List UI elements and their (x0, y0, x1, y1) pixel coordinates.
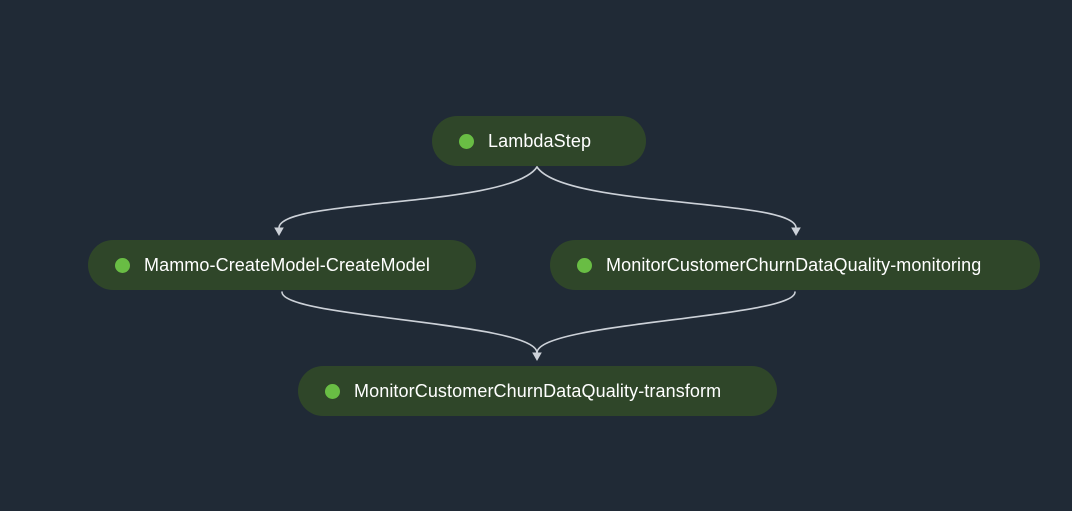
node-monitorcustomerchurndataquality-transform[interactable]: MonitorCustomerChurnDataQuality-transfor… (298, 366, 777, 416)
node-monitorcustomerchurndataquality-monitoring[interactable]: MonitorCustomerChurnDataQuality-monitori… (550, 240, 1040, 290)
status-dot-icon (115, 257, 130, 273)
edge-arrowhead-icon (791, 227, 801, 236)
edge-lambdastep-to-monitoring (536, 166, 797, 229)
edge-arrowhead-icon (274, 227, 284, 236)
bottom-bar (0, 511, 1072, 515)
status-dot-icon (325, 383, 340, 399)
node-lambdastep[interactable]: LambdaStep (432, 116, 646, 166)
edge-mammo-to-transform (281, 291, 538, 354)
status-dot-icon (577, 257, 592, 273)
node-mammo-createmodel-createmodel[interactable]: Mammo-CreateModel-CreateModel (88, 240, 476, 290)
edge-arrowhead-icon (532, 352, 542, 361)
node-label: LambdaStep (488, 130, 592, 151)
node-label: MonitorCustomerChurnDataQuality-transfor… (354, 380, 722, 401)
status-dot-icon (459, 133, 474, 149)
node-label: Mammo-CreateModel-CreateModel (144, 254, 430, 275)
node-label: MonitorCustomerChurnDataQuality-monitori… (606, 254, 982, 275)
edge-monitoring-to-transform (536, 291, 796, 354)
edge-lambdastep-to-mammo (278, 166, 538, 229)
